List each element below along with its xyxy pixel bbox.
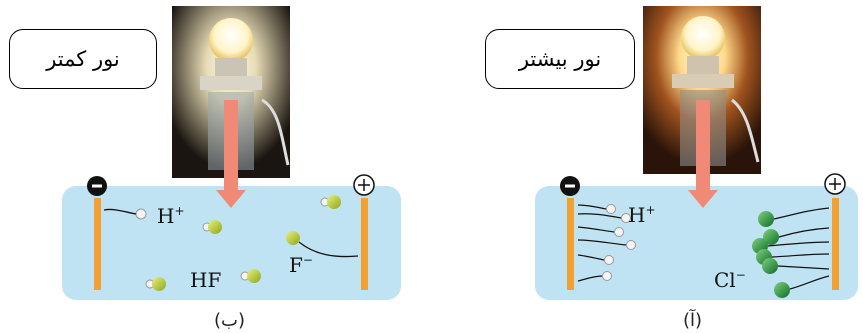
svg-text:Cl−: Cl− xyxy=(714,268,746,292)
right-anion-charge: − xyxy=(736,268,746,282)
right-cl-ions xyxy=(752,211,790,298)
left-light-label: نور کمتر xyxy=(9,29,157,89)
left-anion-charge: − xyxy=(303,253,313,267)
left-negative-electrode xyxy=(94,198,101,290)
left-solution xyxy=(62,186,401,300)
left-caption: (ب) xyxy=(214,310,246,331)
left-hf-molecule xyxy=(145,277,166,291)
svg-text:H+: H+ xyxy=(157,204,185,228)
svg-text:F−: F− xyxy=(289,253,313,277)
left-hf-molecule xyxy=(202,220,222,234)
right-light-arrow xyxy=(688,100,718,208)
right-caption: (آ) xyxy=(683,310,703,331)
left-anion-label: F xyxy=(289,253,303,277)
right-positive-electrode xyxy=(832,198,839,290)
right-cation-label: H xyxy=(628,203,645,227)
left-molecule-label: HF xyxy=(190,268,221,292)
right-photo xyxy=(643,6,761,174)
right-anion-label: Cl xyxy=(714,268,736,292)
left-hf-molecule xyxy=(320,195,341,209)
left-light-arrow xyxy=(216,100,246,208)
right-h-ions xyxy=(602,204,636,281)
left-f-ion xyxy=(286,231,300,245)
left-hf-molecule xyxy=(240,269,261,283)
left-cation-charge: + xyxy=(174,204,184,218)
svg-text:H+: H+ xyxy=(628,203,656,227)
left-cation-label: H xyxy=(157,204,174,228)
right-cation-charge: + xyxy=(645,203,655,217)
right-light-label: نور بیشتر xyxy=(485,29,635,89)
left-positive-electrode xyxy=(361,198,368,290)
right-solution xyxy=(535,186,858,300)
right-negative-electrode xyxy=(567,198,574,290)
left-h-ion xyxy=(135,208,147,220)
